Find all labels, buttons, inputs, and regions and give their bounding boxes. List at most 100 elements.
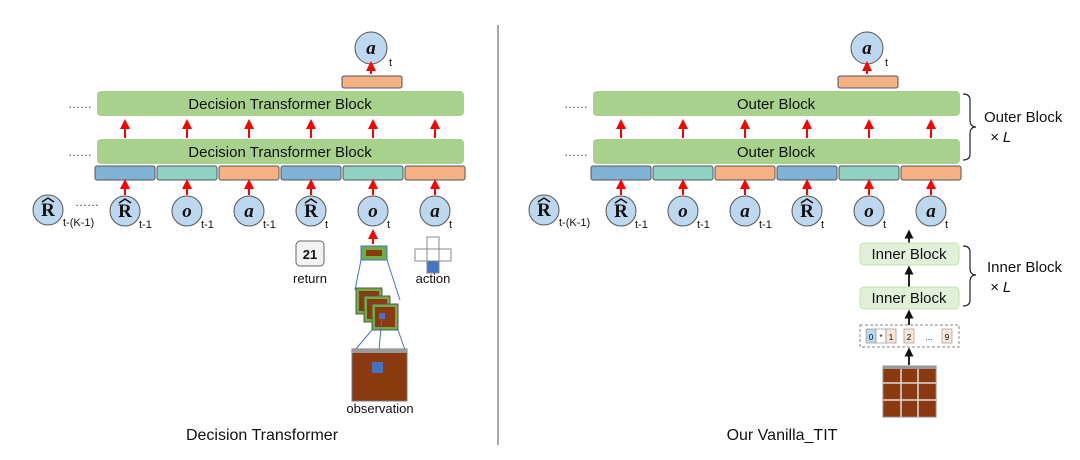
patch-token-box-2 (885, 328, 897, 344)
patched-observation-image (882, 365, 937, 418)
inner-side-label: Inner Block (987, 259, 1063, 276)
inner-block-top-label: Inner Block (871, 246, 947, 263)
left-token-node-1: o t-1 (171, 195, 214, 231)
return-value: 21 (303, 247, 317, 262)
obs-proj-line-left (354, 259, 362, 291)
right-bottom-dots: …… (564, 145, 588, 159)
left-token-node-4: ot (357, 195, 390, 231)
left-output-letter: a (366, 38, 376, 59)
right-token-letter-4: o (864, 201, 874, 222)
inner-times-l: × L (990, 279, 1011, 296)
outer-block-brace (962, 93, 977, 161)
right-token-node-0: Rt-1 (605, 195, 648, 231)
right-token-subscript-0: t-1 (635, 219, 648, 231)
outer-times-l: × L (990, 129, 1011, 146)
obs-conv-feature-maps (355, 287, 399, 331)
right-embedding-4 (838, 165, 900, 181)
right-first-return-node: R t-(K-1) (528, 194, 590, 229)
right-embedding-2 (714, 165, 776, 181)
right-embedding-3 (776, 165, 838, 181)
left-embedding-5 (404, 165, 466, 181)
right-embedding-row (590, 165, 962, 195)
left-embedding-2 (218, 165, 280, 181)
outer-side-label: Outer Block (984, 109, 1063, 126)
right-token-node-4: ot (853, 195, 886, 231)
right-token-subscript-2: t-1 (759, 219, 772, 231)
left-first-return-dots: …… (75, 195, 99, 209)
right-output-subscript: t (885, 57, 888, 69)
action-label: action (416, 271, 451, 286)
patch-token-box-3 (903, 328, 915, 344)
left-embedding-1 (156, 165, 218, 181)
inner-block-top (859, 242, 960, 266)
left-first-return-node: R t-(K-1) …… (32, 194, 99, 229)
right-top-outer-block (593, 91, 960, 116)
obs-proj-line-low-left (354, 329, 373, 351)
inner-block-bottom-label: Inner Block (871, 290, 947, 307)
action-dpad-icon (414, 236, 452, 274)
left-first-return-letter: R (41, 200, 55, 221)
left-token-node-2: a t-1 (233, 195, 276, 231)
left-top-block-label: Decision Transformer Block (188, 96, 372, 113)
right-embedding-0 (590, 165, 652, 181)
right-top-block-label: Outer Block (737, 96, 816, 113)
right-token-node-1: ot-1 (667, 195, 710, 231)
right-token-subscript-3: t (821, 219, 824, 231)
patch-token-label-2: 1 (889, 333, 894, 342)
left-embedding-0 (94, 165, 156, 181)
left-token-node-5: at (419, 195, 452, 231)
left-token-letter-1: o (182, 201, 192, 222)
right-first-return-letter: R (537, 200, 551, 221)
left-panel: a t …… Decision Transformer Block …… Dec… (32, 31, 466, 444)
right-token-letter-2: a (740, 201, 750, 222)
left-top-transformer-block (97, 91, 464, 116)
left-token-subscript-4: t (387, 219, 390, 231)
left-token-letter-2: a (244, 201, 254, 222)
observation-image (351, 348, 408, 402)
right-panel: a t …… Outer Block …… Outer Block Outer … (528, 31, 1063, 444)
left-output-subscript: t (389, 57, 392, 69)
right-caption: Our Vanilla_TIT (727, 427, 838, 444)
inner-block-brace (962, 245, 977, 307)
right-output-node: a t (850, 31, 888, 69)
right-token-letter-0: R (614, 201, 628, 222)
inner-block-bottom (859, 286, 960, 310)
right-bottom-outer-block (593, 139, 960, 164)
patch-token-sequence (859, 324, 960, 348)
left-output-node: a t (354, 31, 392, 69)
left-token-subscript-5: t (449, 219, 452, 231)
right-first-return-subscript: t-(K-1) (559, 217, 590, 229)
left-token-node-3: Rt (295, 195, 328, 231)
right-output-head (837, 75, 899, 89)
obs-proj-line-low-right (397, 329, 406, 351)
left-bottom-transformer-block (97, 139, 464, 164)
return-value-box (295, 240, 325, 267)
left-token-letter-4: o (368, 201, 378, 222)
right-token-letter-3: R (800, 201, 814, 222)
left-token-node-0: Rt-1 (109, 195, 152, 231)
right-token-node-2: a t-1 (729, 195, 772, 231)
return-label: return (293, 271, 327, 286)
right-middle-arrows (616, 119, 936, 138)
patch-token-label-4: … (925, 333, 933, 342)
right-embedding-5 (900, 165, 962, 181)
patch-token-label-1: * (879, 333, 882, 342)
left-token-letter-0: R (118, 201, 132, 222)
left-embedding-3 (280, 165, 342, 181)
left-token-letter-5: a (430, 201, 440, 222)
right-token-letter-1: o (678, 201, 688, 222)
left-caption: Decision Transformer (186, 427, 339, 444)
left-top-dots: …… (68, 97, 92, 111)
patch-token-label-3: 2 (907, 333, 912, 342)
left-bottom-block-label: Decision Transformer Block (188, 144, 372, 161)
right-bottom-block-label: Outer Block (737, 144, 816, 161)
left-token-subscript-0: t-1 (139, 219, 152, 231)
left-token-subscript-1: t-1 (201, 219, 214, 231)
right-top-dots: …… (564, 97, 588, 111)
right-token-node-5: at (915, 195, 948, 231)
right-embedding-1 (652, 165, 714, 181)
left-token-subscript-2: t-1 (263, 219, 276, 231)
